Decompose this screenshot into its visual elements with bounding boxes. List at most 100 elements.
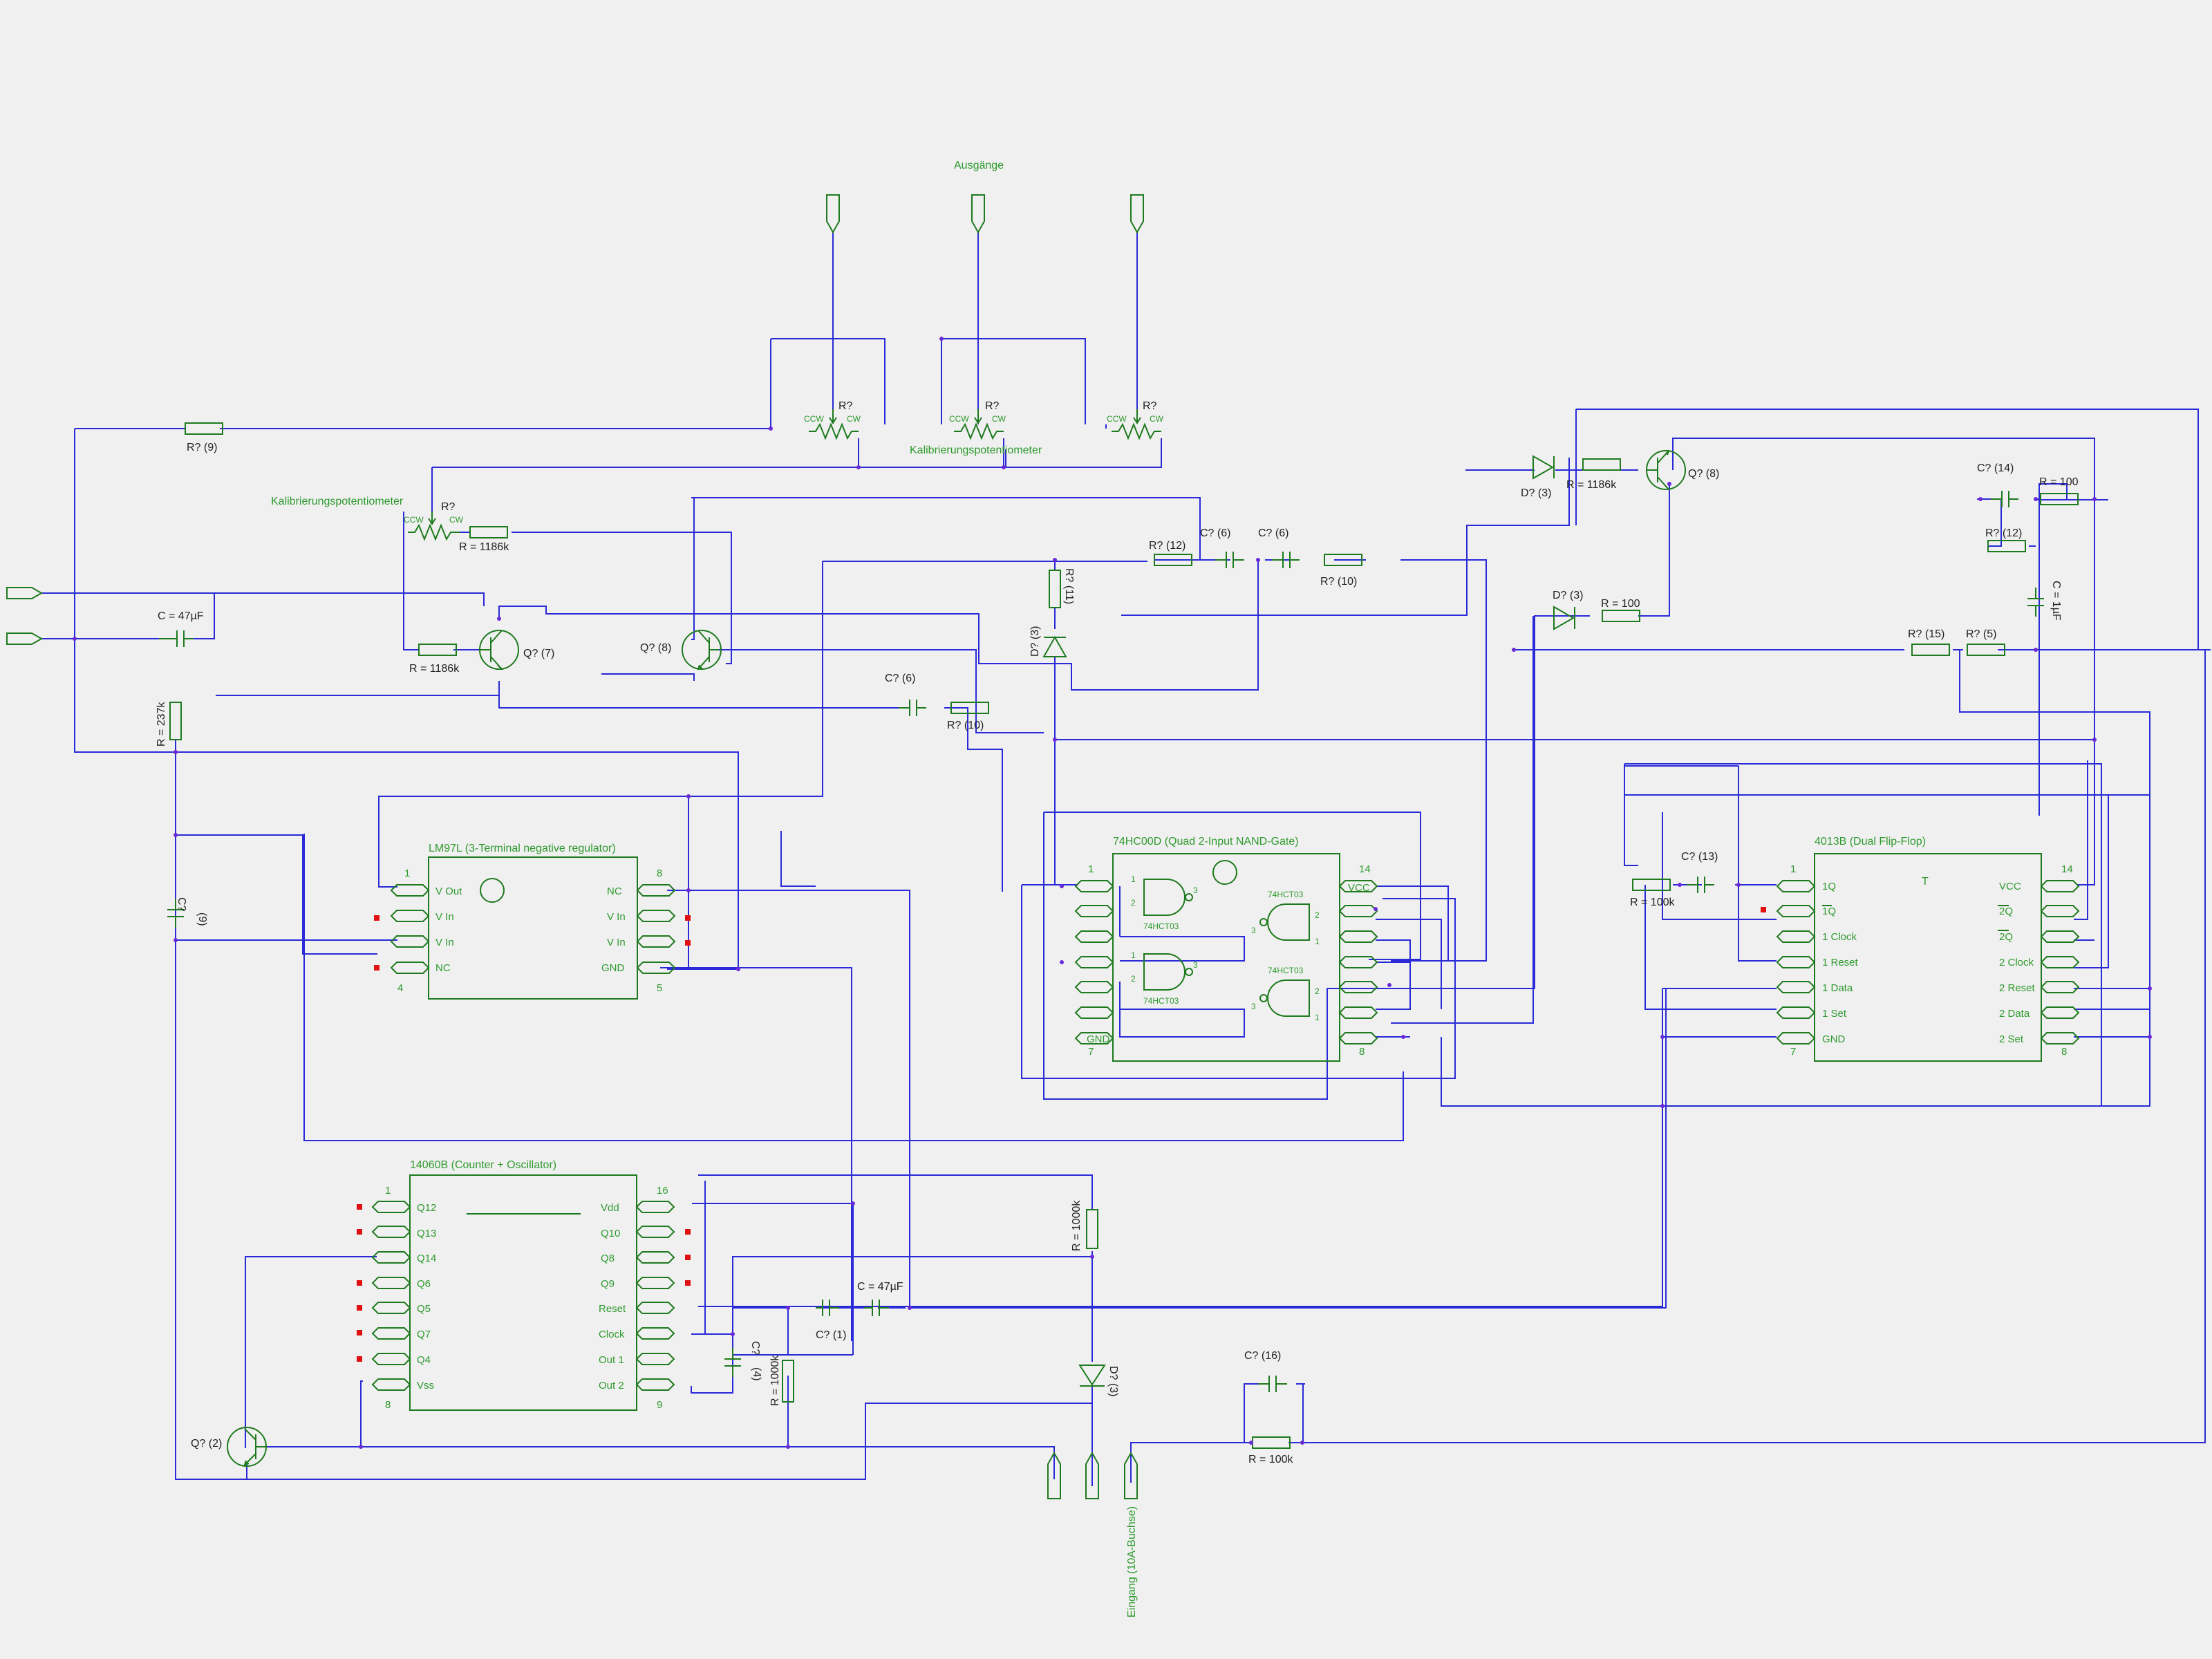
capacitor (167, 899, 184, 928)
gate-pin: 1 (1131, 950, 1136, 960)
transistor-q8b (1646, 450, 1686, 490)
diode-label: D? (3) (1107, 1366, 1119, 1396)
resistor-label: R = 1186k (409, 663, 460, 675)
capacitor-label: (9) (196, 912, 208, 926)
pin-label: Out 1 (599, 1354, 624, 1366)
capacitor (1687, 877, 1714, 893)
ic-pin (2040, 956, 2080, 968)
capacitor (816, 1300, 839, 1316)
gate-pin: 2 (1131, 974, 1136, 984)
pin-label: Vdd (601, 1202, 619, 1214)
resistor-label: R? (5) (1966, 628, 1996, 640)
connector (1085, 1451, 1099, 1499)
pin-label: GND (601, 962, 625, 974)
resistor-label: R = 1000k (1071, 1200, 1082, 1251)
pin-label: V In (435, 937, 454, 948)
ic-pin (390, 935, 430, 948)
ic-pin (1338, 880, 1378, 892)
14060b-body (409, 1174, 637, 1411)
pin-number: 8 (2061, 1046, 2067, 1058)
ic-pin (1776, 1006, 1816, 1019)
ic-pin (636, 910, 676, 922)
ic-pin (1338, 956, 1378, 968)
pot-label: R? (1143, 400, 1157, 412)
components (6, 194, 2079, 1499)
resistor (1967, 644, 2005, 656)
resistor-label: R = 100k (1630, 897, 1675, 908)
14060b-title: 14060B (Counter + Oscillator) (410, 1159, 556, 1171)
ic-pin (635, 1378, 675, 1391)
pin-label: Q6 (417, 1278, 431, 1290)
pin-label: 2 Data (1999, 1008, 2030, 1020)
ic-pin (2040, 981, 2080, 993)
resistor (1987, 540, 2026, 552)
diode-label: D? (3) (1553, 590, 1583, 601)
potentiometer (1112, 409, 1161, 440)
ic-pin (636, 884, 676, 897)
ic-pin (1074, 930, 1114, 943)
gate-pin: 1 (1315, 1013, 1320, 1022)
junctions (73, 337, 2152, 1449)
pin-number: 5 (657, 982, 662, 994)
pin-label: VCC (1999, 881, 2021, 892)
resistor-label: R? (12) (1149, 540, 1185, 552)
pin-label: Q9 (601, 1278, 615, 1290)
nand-gate (1143, 953, 1185, 991)
gate-label: 74HCT03 (1268, 890, 1304, 899)
pin-number: 8 (385, 1399, 391, 1411)
pin-label: V In (607, 911, 626, 923)
gate-label: 74HCT03 (1143, 921, 1179, 931)
gate-pin: 1 (1315, 937, 1320, 946)
potentiometer (809, 409, 859, 440)
gate-pin: 2 (1131, 898, 1136, 908)
4013b-t-label: T (1922, 876, 1929, 888)
transistor-q2 (227, 1427, 267, 1467)
resistor (185, 422, 223, 435)
transistor-label: Q? (8) (640, 642, 671, 654)
ic-pin (1776, 930, 1816, 943)
pin-number: 9 (657, 1399, 662, 1411)
ccw-label: CCW (804, 414, 824, 424)
resistor (1324, 554, 1362, 566)
capacitor (1215, 552, 1244, 568)
ic-pin (1074, 956, 1114, 968)
pin-label: GND (1822, 1033, 1846, 1045)
ic-pin (1338, 981, 1378, 993)
ic-pin (371, 1302, 411, 1314)
resistor-label: R? (11) (1063, 568, 1075, 604)
wires (41, 232, 2211, 1486)
output-connector (971, 194, 985, 234)
diode-label: D? (3) (1029, 626, 1041, 657)
transistor-label: Q? (2) (191, 1438, 222, 1450)
ic-pin (635, 1327, 675, 1340)
pin-label: 2 Reset (1999, 982, 2036, 994)
capacitor-label: C? (13) (1681, 851, 1718, 863)
ic-pin (2040, 880, 2080, 892)
capacitor (1991, 491, 2018, 507)
pin-label: Q8 (601, 1253, 615, 1264)
capacitor-label: C? (749, 1341, 761, 1356)
pin-label: 1Q (1822, 906, 1836, 917)
ic-pin (1074, 1006, 1114, 1019)
potentiometer (408, 512, 460, 541)
pin-label: Q5 (417, 1303, 431, 1315)
transistor-label: Q? (8) (1688, 468, 1719, 480)
diode (1078, 1365, 1106, 1387)
ic-pin (390, 962, 430, 974)
transistor-q7 (479, 630, 519, 670)
transistor-q8a (682, 630, 722, 671)
pot-label: R? (985, 400, 1000, 412)
capacitor (2027, 588, 2044, 617)
ic-pin (1776, 880, 1816, 892)
resistor (169, 702, 182, 740)
pin-label: 1Q (1822, 881, 1836, 892)
capacitor-label: C? (6) (1200, 527, 1230, 539)
pin-number: 14 (1359, 863, 1371, 875)
capacitor (1272, 552, 1300, 568)
4013b-body (1814, 853, 2042, 1062)
resistor (1049, 570, 1061, 608)
ic-pin (390, 910, 430, 922)
pin-label: 2 Set (1999, 1033, 2024, 1045)
input-label: Eingang (10A-Buchse) (1126, 1506, 1138, 1618)
pin-label: Q13 (417, 1228, 436, 1239)
